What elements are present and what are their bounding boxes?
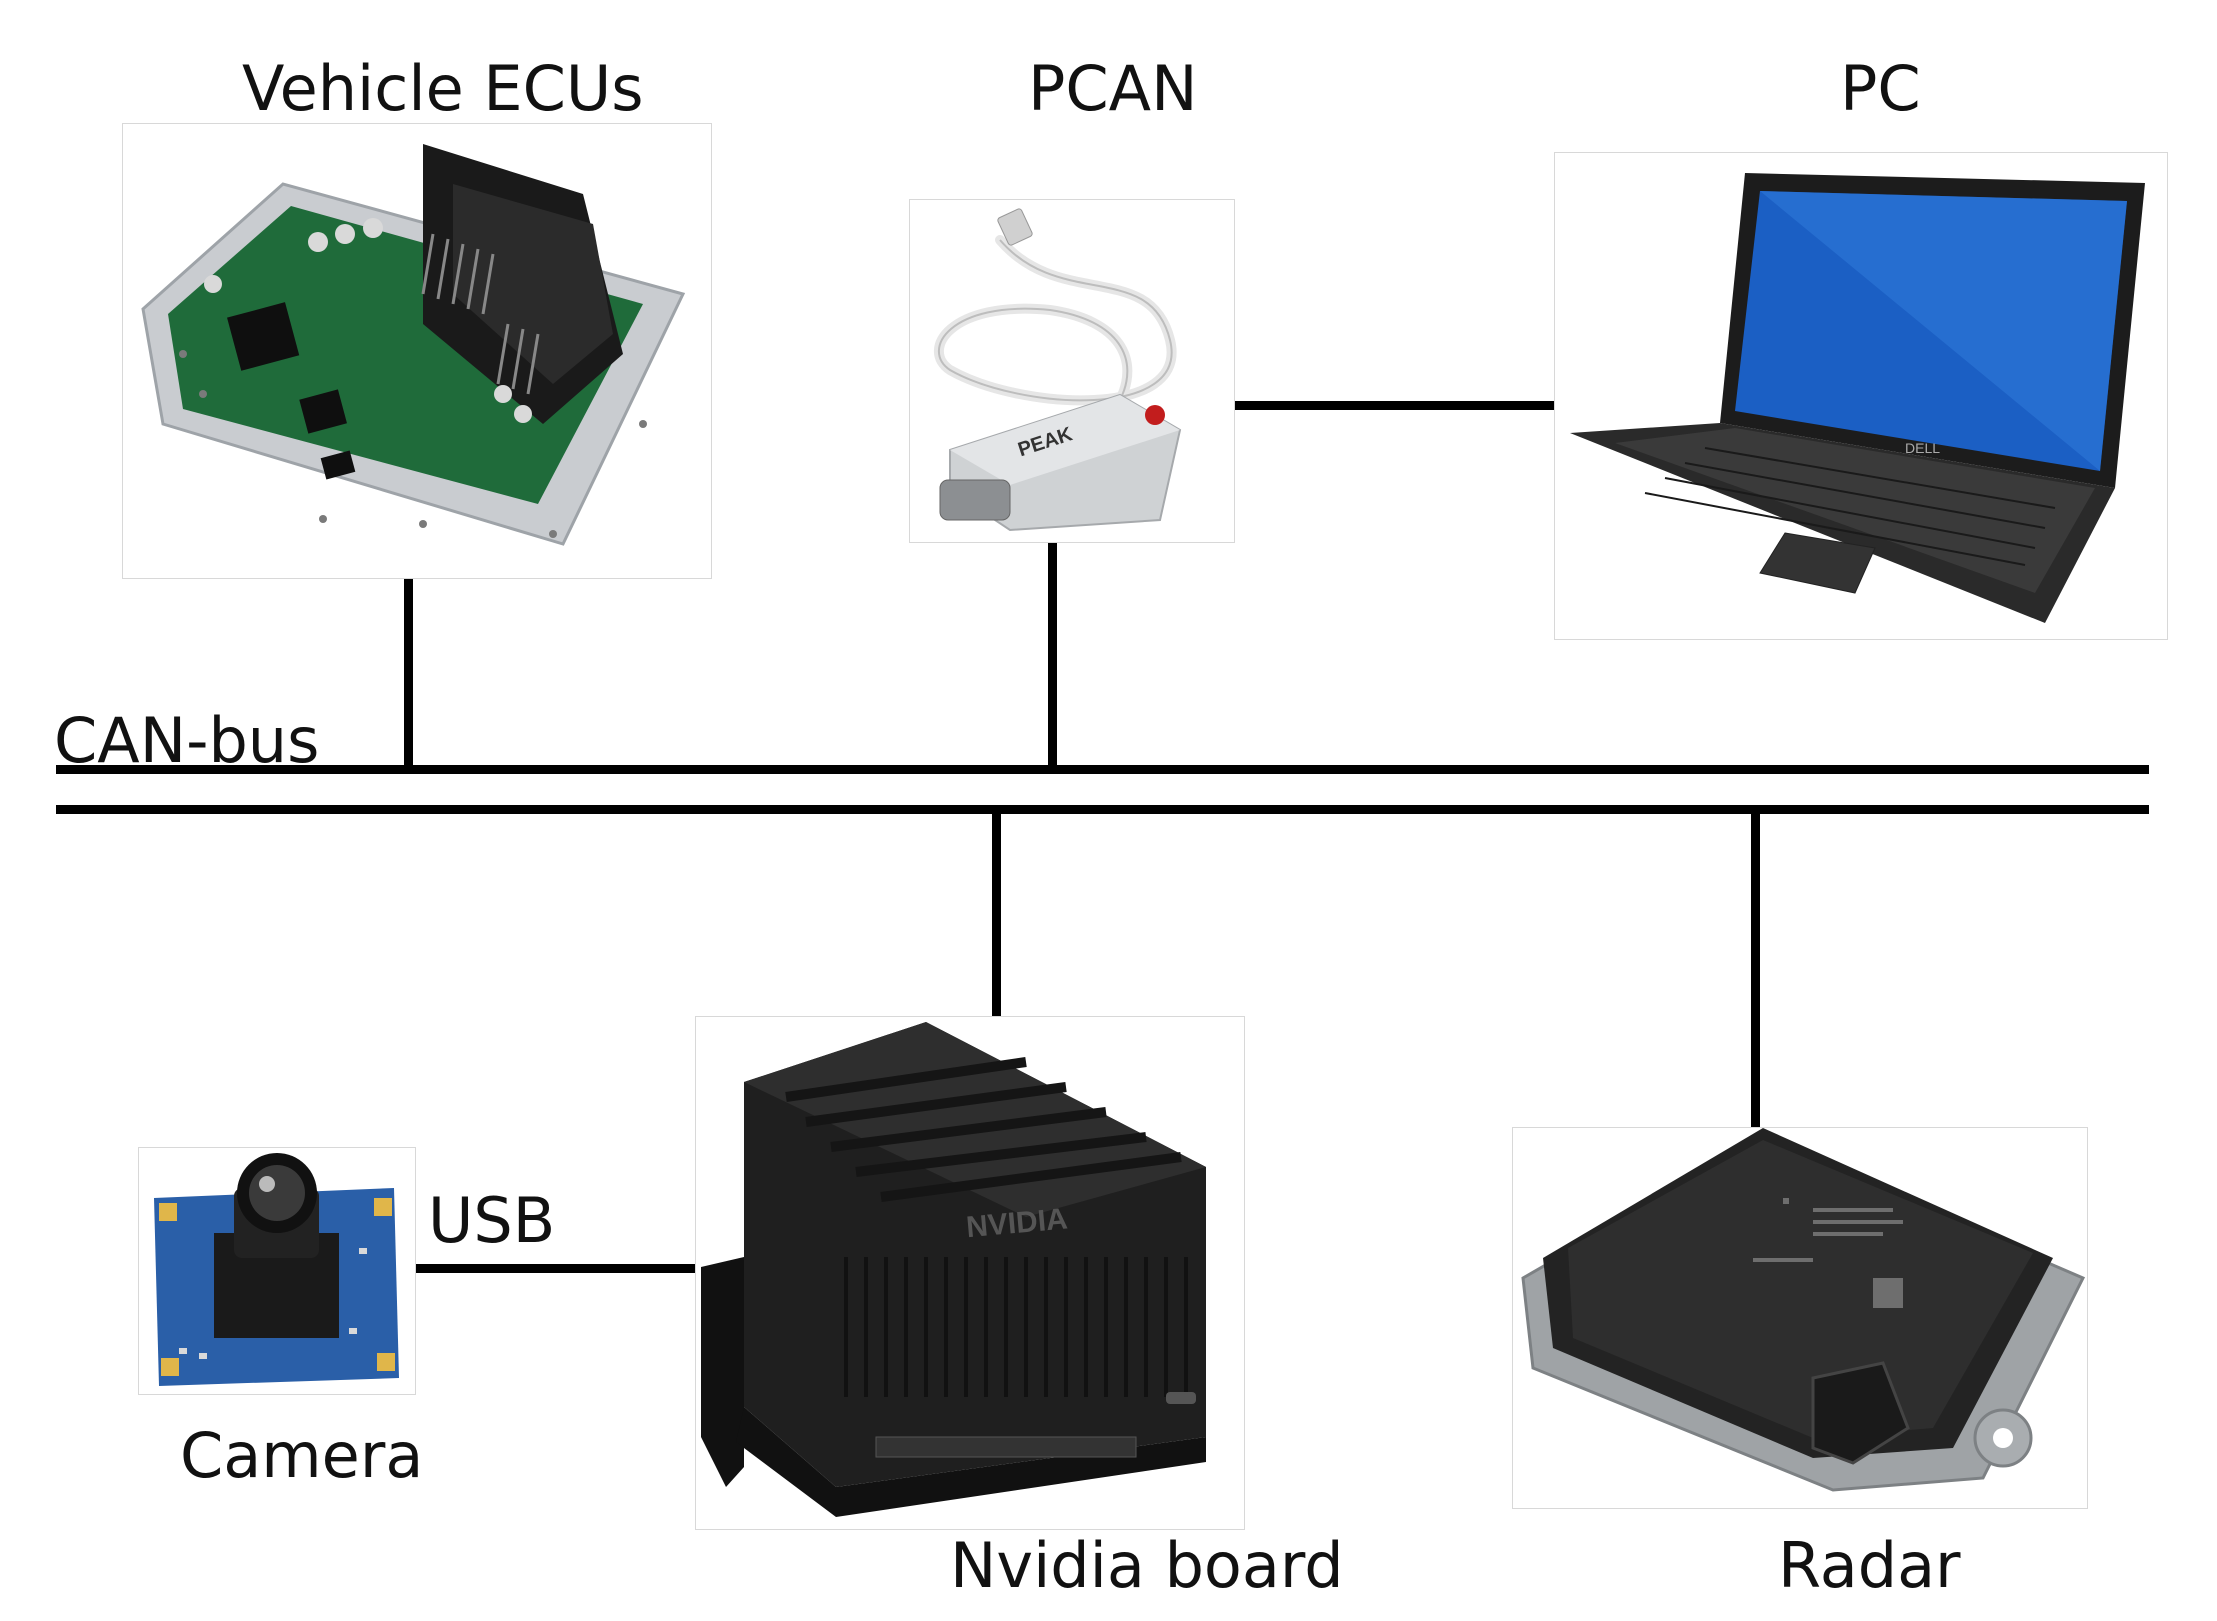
label-can-bus: CAN-bus (54, 704, 320, 777)
camera-image (138, 1147, 416, 1395)
label-camera: Camera (180, 1419, 424, 1492)
label-usb: USB (428, 1184, 556, 1257)
radar-image (1512, 1127, 2088, 1509)
label-vehicle-ecus: Vehicle ECUs (242, 52, 644, 125)
pcan-pc-connector (1234, 401, 1554, 410)
nvidia-jetson-board-icon: NVIDIA (701, 1022, 1206, 1517)
label-radar: Radar (1778, 1529, 1961, 1602)
usb-connector (414, 1264, 696, 1273)
laptop-dell-text: DELL (1905, 440, 1940, 456)
pc-image: DELL (1554, 152, 2168, 640)
radar-bus-connector (1751, 810, 1760, 1145)
can-bus-line-bottom (56, 805, 2149, 814)
label-pc: PC (1840, 52, 1921, 125)
label-nvidia-board: Nvidia board (950, 1529, 1344, 1602)
ecu-bus-connector (404, 578, 413, 770)
nvidia-bus-connector (992, 810, 1001, 1016)
laptop-icon: DELL (1570, 173, 2145, 623)
camera-module-icon (154, 1153, 399, 1386)
can-bus-line-top (56, 765, 2149, 774)
radar-sensor-icon (1521, 1128, 2086, 1492)
pcan-image: PEAK (909, 199, 1235, 543)
nvidia-board-image: NVIDIA (695, 1016, 1245, 1530)
vehicle-ecu-image (122, 123, 712, 579)
pcan-usb-adapter-icon: PEAK (934, 208, 1182, 532)
label-pcan: PCAN (1028, 52, 1198, 125)
ecu-circuit-board-icon (141, 144, 686, 546)
pcan-bus-connector (1048, 542, 1057, 770)
